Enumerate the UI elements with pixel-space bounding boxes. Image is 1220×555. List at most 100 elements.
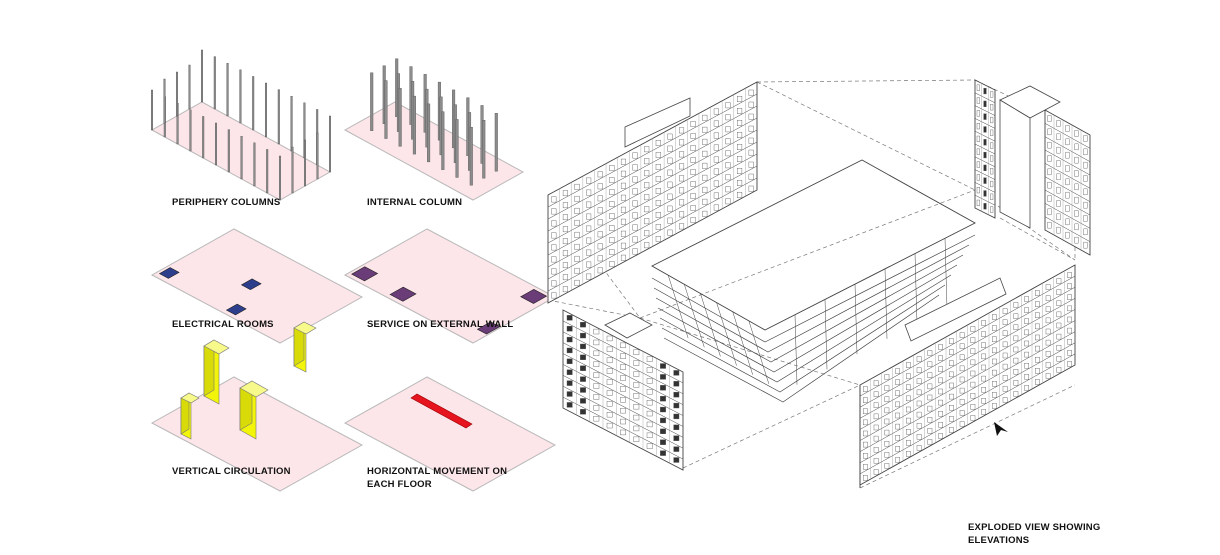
facade-window [990, 129, 994, 136]
facade-window [1056, 322, 1062, 329]
facade-window [574, 279, 580, 286]
internal-column-diagram [343, 58, 525, 201]
facade-window [655, 140, 661, 146]
facade-window [1083, 161, 1088, 169]
facade-window [1067, 361, 1072, 367]
facade-window [551, 292, 557, 299]
column-shaft [175, 71, 178, 117]
facade-window [562, 238, 568, 245]
facade-window [1035, 312, 1040, 318]
facade-window [702, 114, 708, 121]
facade-window [566, 326, 573, 332]
facade-window [660, 374, 666, 380]
facade-window [679, 175, 685, 182]
facade-window [983, 190, 987, 197]
facade-window [970, 326, 976, 332]
facade-window [597, 195, 603, 202]
facade-window [976, 187, 980, 194]
facade-window [863, 453, 868, 459]
facade-window [1045, 284, 1051, 290]
facade-window [863, 441, 868, 448]
label-internal-column: INTERNAL COLUMN [367, 197, 463, 208]
facade-window [725, 126, 731, 133]
facade-window [927, 350, 933, 356]
facade-window [970, 337, 976, 343]
facade-window [655, 212, 661, 218]
facade-window [916, 445, 922, 451]
facade-window [586, 237, 592, 244]
facade-window [927, 394, 933, 401]
facade-window [1074, 143, 1079, 151]
facade-window [690, 193, 696, 199]
facade-window [748, 125, 754, 132]
projection-dashed-line [547, 194, 641, 319]
facade-window [632, 200, 638, 207]
facade-window [1065, 191, 1070, 199]
facade-window [927, 417, 933, 423]
facade-window [702, 126, 708, 133]
facade-window [916, 378, 922, 384]
facade-window [983, 139, 987, 146]
facade-window [644, 170, 650, 177]
facade-window [690, 145, 696, 151]
facade-window [562, 226, 568, 233]
vertical-core [203, 339, 230, 405]
vertical-core [293, 321, 317, 373]
facade-window [863, 408, 868, 414]
service-block [351, 266, 379, 282]
facade-window [551, 220, 557, 227]
facade-window [1013, 335, 1019, 342]
facade-window [1024, 329, 1029, 336]
north-arrow-icon [994, 422, 1008, 436]
facade-window [667, 193, 673, 200]
facade-window [1024, 296, 1029, 302]
facade-window [959, 354, 965, 360]
periphery-column [239, 69, 242, 124]
facade-window [1024, 318, 1029, 324]
periphery-column [214, 122, 217, 166]
facade-window [1074, 156, 1079, 164]
electrical-rooms-diagram [150, 228, 364, 344]
facade-window [574, 267, 580, 274]
facade-window [981, 320, 986, 326]
facade-window [981, 364, 986, 371]
facade-window [976, 161, 980, 168]
facade-window [679, 127, 685, 134]
facade-window [667, 157, 673, 164]
facade-window [1013, 391, 1019, 397]
facade-window [620, 397, 626, 403]
label-horizontal-movement-line1: HORIZONTAL MOVEMENT ON [367, 466, 508, 477]
facade-window [644, 206, 650, 213]
facade-window [633, 393, 640, 399]
facade-window [863, 397, 868, 403]
facade-window [679, 223, 685, 230]
facade-window [655, 152, 661, 158]
floor-grid-line [944, 238, 948, 309]
facade-window [562, 190, 568, 197]
horizontal-corridor [410, 393, 473, 429]
facade-window [690, 169, 696, 175]
floor-grid-line [716, 302, 737, 366]
facade-window [673, 435, 680, 441]
facade-floor-line [1044, 149, 1091, 176]
facade-window [906, 429, 911, 435]
facade-window [748, 173, 754, 180]
projection-dashed-line [756, 81, 976, 191]
facade-window [606, 412, 613, 418]
facade-window [1067, 327, 1072, 334]
periphery-column [175, 71, 178, 117]
facade-window [873, 447, 879, 453]
facade-window [1056, 160, 1061, 167]
column-shaft [482, 120, 486, 179]
facade-floor-line [974, 169, 996, 180]
facade-window [1035, 345, 1040, 352]
facade-window [597, 183, 603, 190]
facade-window [702, 186, 708, 193]
periphery-column [150, 89, 153, 131]
facade-window [1002, 363, 1008, 370]
facade-window [609, 237, 615, 243]
facade-window [646, 443, 653, 449]
column-shaft [441, 111, 445, 170]
facade-window [949, 416, 954, 422]
facade-window [620, 206, 626, 213]
